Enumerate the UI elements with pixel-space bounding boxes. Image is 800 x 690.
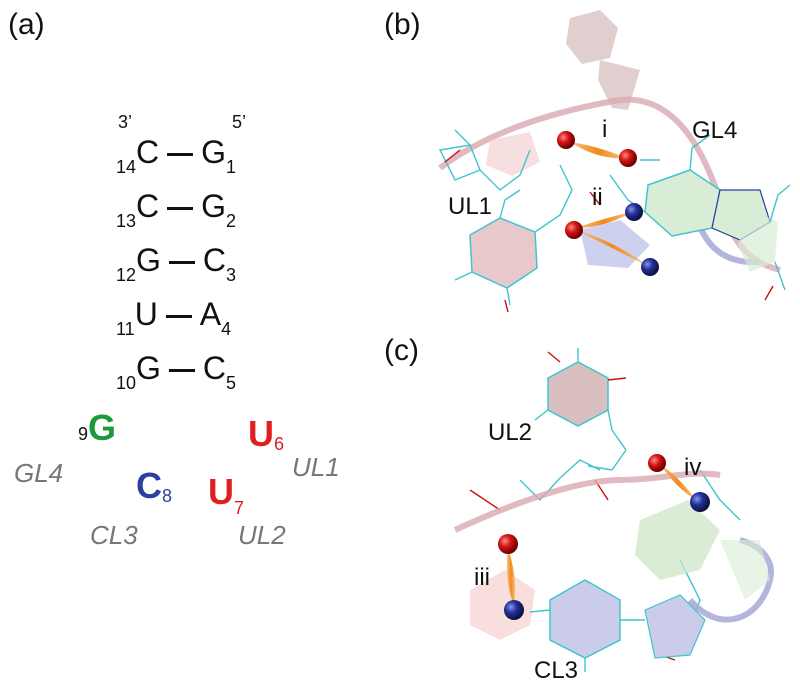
right-number: 5	[226, 373, 237, 393]
pink-patch-c	[470, 570, 535, 640]
three-prime-end: 3’	[118, 112, 133, 132]
green-patch-c	[635, 500, 720, 580]
sugar-ring-b1	[486, 132, 540, 176]
left-number: 12	[116, 265, 137, 285]
stem-pair-row: 14C G1	[116, 136, 236, 176]
stem-pair-row: 12G C3	[116, 244, 236, 284]
tag-gl4: GL4	[14, 458, 64, 488]
right-number: 1	[226, 157, 237, 177]
u6-number: 6	[274, 434, 285, 454]
base-pair-dash	[165, 315, 192, 318]
right-number: 2	[226, 211, 237, 231]
tag-cl3: CL3	[90, 520, 138, 550]
tag-ul1: UL1	[292, 452, 340, 482]
label-gl4-b: GL4	[692, 117, 737, 144]
panel-c-label: (c)	[384, 334, 419, 367]
gl4-base-ring	[644, 169, 721, 237]
g9-number: 9	[78, 424, 89, 444]
stem-pair-row: 10G C5	[116, 352, 236, 392]
left-number: 13	[116, 211, 137, 231]
green-patch-c2	[720, 540, 770, 600]
panel-b-structure: i ii GL4 UL1	[438, 10, 791, 313]
backbone-ribbon-c	[453, 470, 721, 533]
g9-base: G	[88, 407, 117, 448]
c8-number: 8	[162, 486, 173, 506]
panel-c-structure: iv iii UL2 CL3	[453, 348, 774, 684]
hbond-iv	[648, 454, 710, 512]
left-number: 10	[116, 373, 137, 393]
loop-u7: U7	[208, 471, 245, 518]
hbond-i	[557, 131, 637, 167]
hbond-ii	[565, 203, 659, 276]
right-number: 3	[226, 265, 237, 285]
label-cl3-c: CL3	[534, 657, 578, 684]
tag-ul2: UL2	[238, 520, 286, 550]
loop-c8: C8	[136, 465, 173, 506]
left-number: 11	[116, 319, 135, 339]
loop-g9: 9G	[78, 410, 116, 446]
u7-base: U	[208, 471, 234, 512]
right-base: G	[201, 134, 227, 170]
right-base: A	[199, 296, 222, 332]
right-number: 4	[221, 319, 232, 339]
u7-number: 7	[234, 498, 245, 518]
left-base: C	[136, 188, 160, 224]
c8-base: C	[136, 465, 162, 506]
stem-pair-row: 11U A4	[116, 298, 231, 338]
left-base: C	[136, 134, 160, 170]
left-base: G	[136, 350, 161, 386]
right-base: C	[202, 242, 227, 278]
label-iv: iv	[684, 454, 701, 481]
panel-b-label: (b)	[384, 8, 421, 41]
green-patch-b	[738, 208, 778, 272]
label-iii: iii	[474, 564, 490, 591]
base-pair-dash	[167, 207, 194, 210]
panel-a-label: (a)	[8, 8, 45, 41]
left-base: G	[136, 242, 161, 278]
ul2-base-ring	[547, 361, 609, 427]
ribbon-sugar-top	[566, 10, 618, 64]
five-prime-end: 5’	[232, 112, 247, 132]
hbond-iii	[498, 534, 524, 620]
left-number: 14	[116, 157, 137, 177]
right-base: G	[201, 188, 227, 224]
base-pair-dash	[167, 153, 194, 156]
cl3-base-ring	[549, 579, 621, 659]
loop-u6: U6	[248, 413, 285, 454]
stem-pair-row: 13C G2	[116, 190, 236, 230]
ul1-base-ring	[469, 217, 538, 289]
left-base: U	[134, 296, 158, 332]
label-ul1-b: UL1	[448, 193, 492, 220]
label-ii: ii	[592, 184, 603, 211]
cl3-sugar-ring	[644, 594, 706, 659]
u6-base: U	[248, 413, 274, 454]
label-ul2-c: UL2	[488, 419, 532, 446]
right-base: C	[202, 350, 227, 386]
base-pair-dash	[168, 261, 195, 264]
label-i: i	[602, 116, 607, 143]
base-pair-dash	[168, 369, 195, 372]
